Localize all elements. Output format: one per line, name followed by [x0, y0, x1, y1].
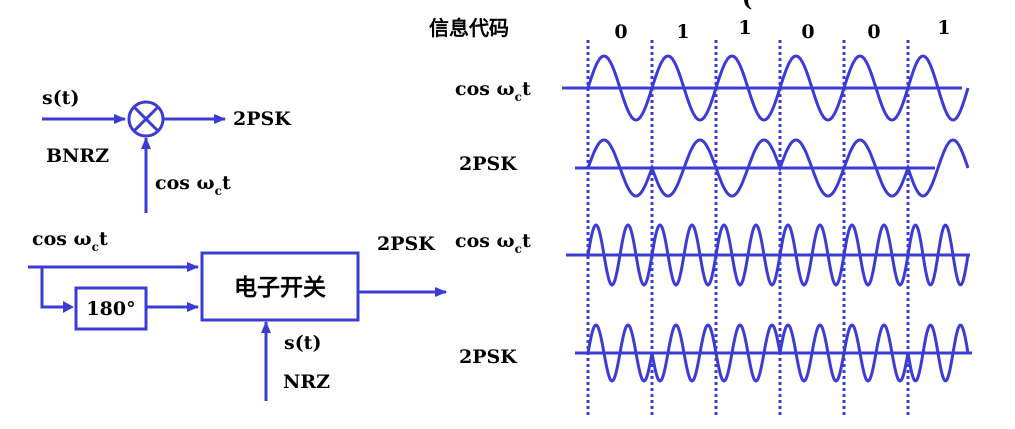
multiplier-circle-cross-icon: [127, 100, 165, 138]
carrier-branch-line: [40, 267, 70, 309]
row-label-2psk-2: 2PSK: [459, 346, 518, 368]
multiplier-modulator: s(t) BNRZ 2PSK cos ωct: [42, 87, 292, 213]
switch-control-type: NRZ: [283, 371, 330, 393]
row-label-carrier-1: cos ωct: [455, 78, 531, 104]
bit-label: 1: [676, 21, 689, 43]
multiplier-input-type: BNRZ: [46, 145, 109, 167]
psk-waveform: [586, 323, 970, 383]
phase-shifter-label: 180°: [86, 298, 135, 320]
carrier-waveform: [586, 54, 970, 122]
header-fragment: (: [742, 0, 752, 12]
multiplier-output-label: 2PSK: [233, 108, 292, 130]
switch-modulator: cos ωct 180° 电子开关 2PSK s(t) NRZ: [28, 228, 447, 401]
switch-output-label: 2PSK: [377, 233, 436, 255]
info-code-label: 信息代码: [429, 16, 509, 40]
switch-carrier-label: cos ωct: [32, 228, 108, 254]
bit-labels: 0 1 1 0 0 1: [614, 17, 950, 43]
row-label-2psk-1: 2PSK: [459, 153, 518, 175]
electronic-switch-label: 电子开关: [234, 274, 326, 301]
branch-arrowhead: [63, 301, 74, 313]
multiplier-carrier-label: cos ωct: [155, 172, 231, 198]
psk-waveform: [586, 138, 970, 198]
waveform-traces: [562, 54, 972, 383]
bit-label: 1: [738, 17, 751, 39]
carrier-waveform: [586, 223, 970, 287]
bit-label: 0: [801, 21, 814, 43]
bit-label: 1: [937, 17, 950, 39]
bit-label: 0: [867, 21, 880, 43]
row-label-carrier-2: cos ωct: [455, 230, 531, 256]
bit-label: 0: [614, 21, 627, 43]
electronic-switch-box: [200, 251, 360, 322]
waveform-panel: 信息代码 cos ωct 2PSK cos ωct 2PSK 0 1 1 0 0 1: [429, 16, 972, 415]
multiplier-input-label: s(t): [42, 87, 79, 109]
switch-control-label: s(t): [284, 332, 321, 354]
